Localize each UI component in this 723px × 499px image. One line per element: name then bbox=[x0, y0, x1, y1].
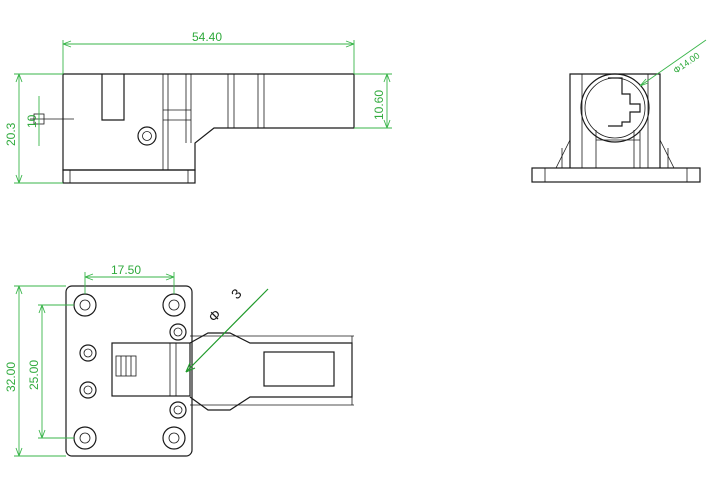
side-dimensions: Φ14.00 bbox=[639, 39, 707, 87]
dim-hole-spacing-x: 17.50 bbox=[111, 263, 141, 277]
diameter-callout: Φ 3 bbox=[185, 285, 269, 373]
dim-bore-diameter: Φ14.00 bbox=[671, 50, 701, 75]
dim-height-right: 10.60 bbox=[372, 90, 386, 120]
dim-plate-height: 32.00 bbox=[4, 362, 18, 392]
side-base-plate bbox=[531, 167, 701, 183]
dim-overall-length: 54.40 bbox=[192, 30, 222, 44]
top-view bbox=[65, 285, 354, 457]
dim-hole-spacing-y: 25.00 bbox=[27, 360, 41, 390]
top-arm-outline bbox=[189, 332, 353, 411]
callout-symbol: Φ bbox=[205, 306, 224, 325]
callout-value: 3 bbox=[228, 285, 245, 302]
front-dimensions: 54.40 10.60 20.3 10 bbox=[4, 30, 392, 184]
top-mounting-plate bbox=[65, 285, 193, 457]
dim-small-left: 10 bbox=[25, 114, 39, 128]
front-view bbox=[30, 73, 355, 184]
front-screw-icon bbox=[137, 126, 157, 146]
side-bore bbox=[580, 73, 650, 143]
dim-height-left: 20.3 bbox=[4, 122, 18, 146]
front-body-outline bbox=[62, 73, 355, 171]
top-dimensions: 17.50 32.00 25.00 bbox=[4, 263, 175, 457]
side-key-slot bbox=[608, 77, 641, 127]
side-view bbox=[531, 73, 701, 183]
top-arm-slot bbox=[263, 351, 335, 387]
top-center-block bbox=[111, 342, 191, 397]
mounting-hole-icon bbox=[73, 293, 186, 450]
front-base-plate bbox=[62, 169, 196, 184]
front-slot bbox=[101, 74, 125, 121]
